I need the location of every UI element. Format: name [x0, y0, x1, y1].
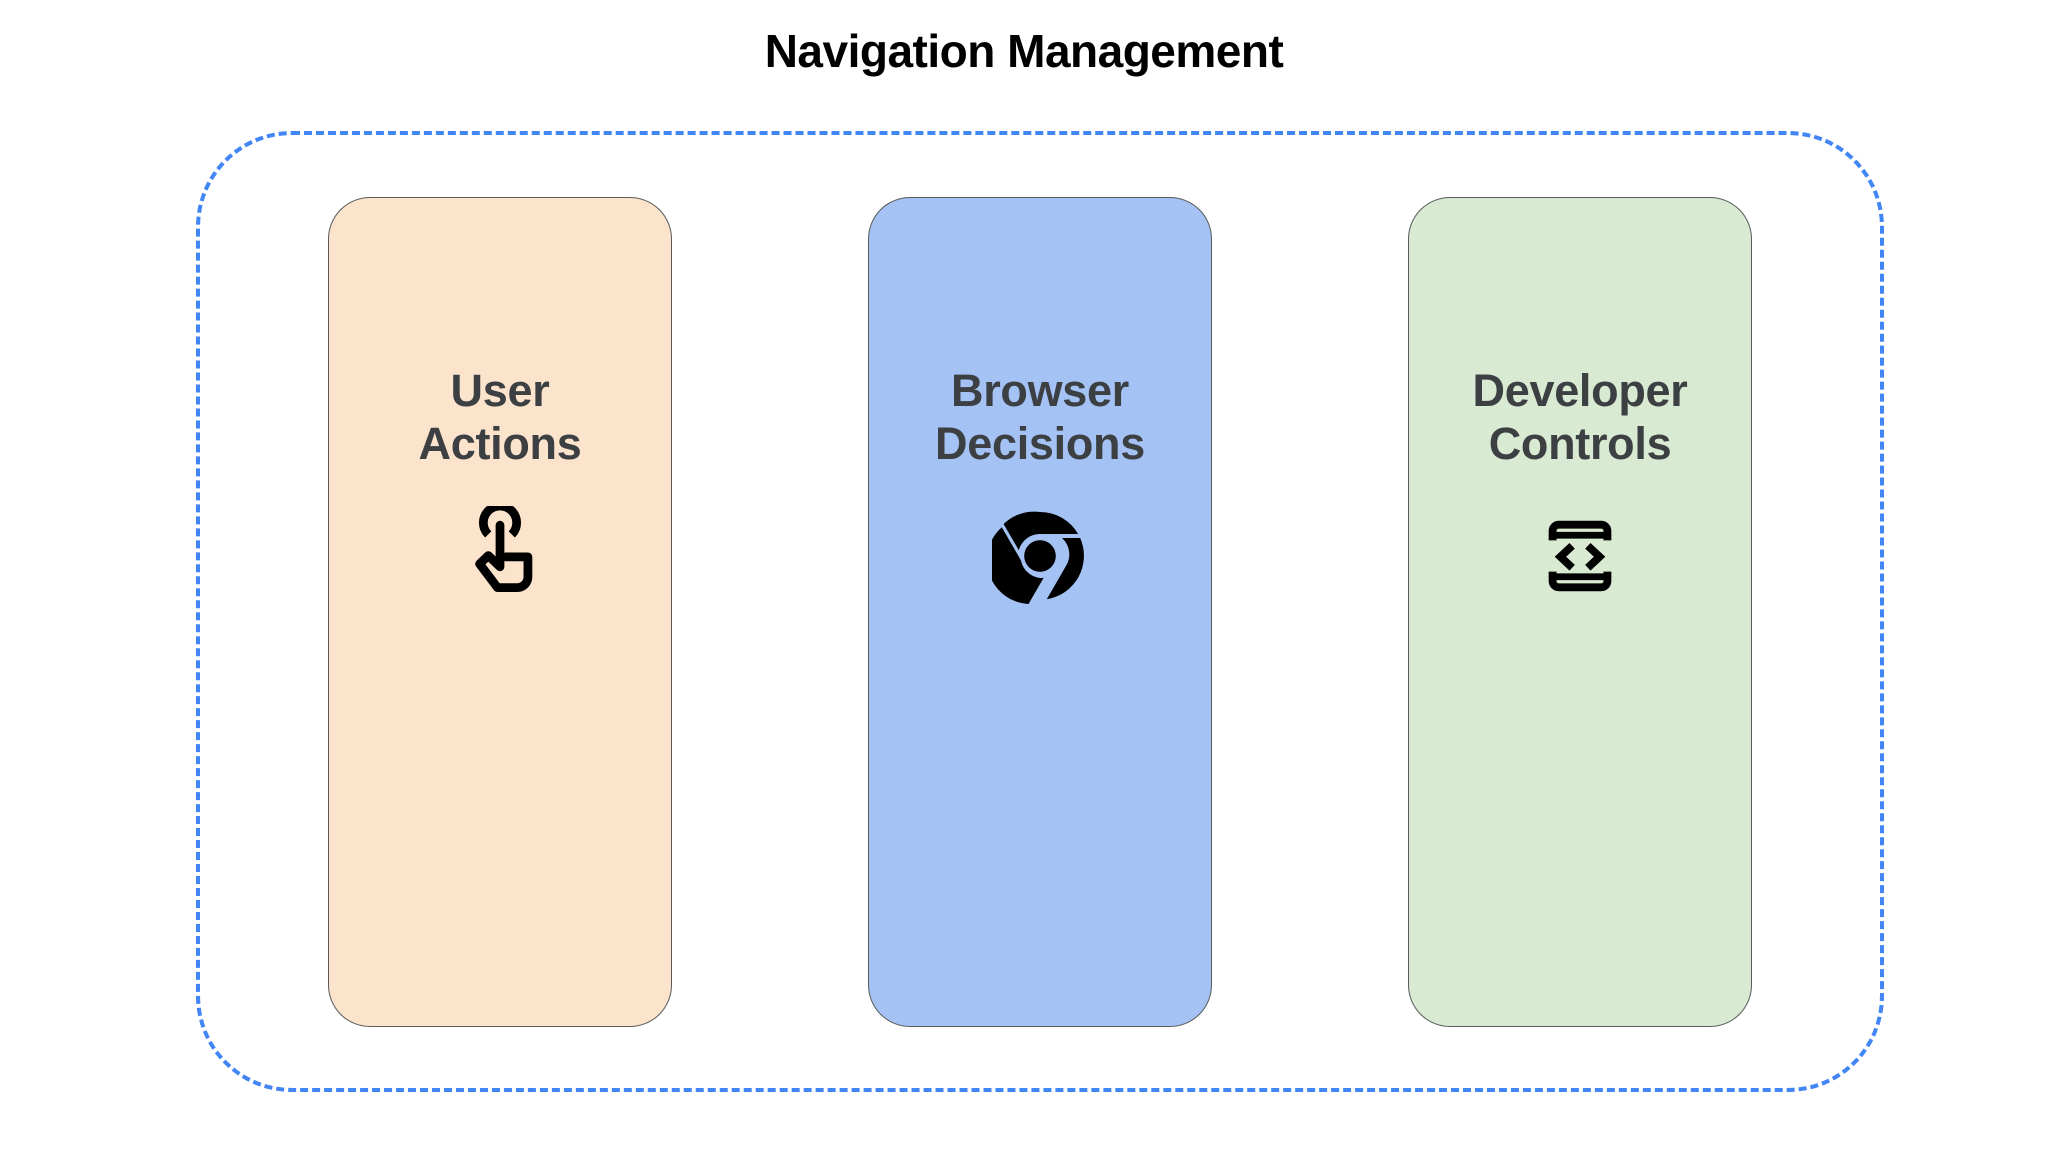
navigation-management-group-outline: [196, 131, 1884, 1092]
card-user-actions-content: User Actions: [329, 364, 671, 606]
page-title: Navigation Management: [764, 25, 1284, 77]
card-user-actions-title: User Actions: [418, 364, 582, 469]
touch-app-icon: [450, 505, 550, 606]
card-user-actions[interactable]: User Actions: [328, 196, 672, 1027]
cards-row: User Actions Browser Decisions: [196, 131, 1884, 1092]
card-developer-controls-content: Developer Controls: [1409, 364, 1751, 606]
card-developer-controls[interactable]: Developer Controls: [1408, 196, 1752, 1027]
card-browser-decisions[interactable]: Browser Decisions: [868, 196, 1212, 1027]
chrome-browser-icon: [990, 506, 1090, 606]
card-browser-decisions-title: Browser Decisions: [935, 364, 1145, 469]
developer-mode-code-icon: [1530, 506, 1630, 606]
card-developer-controls-title: Developer Controls: [1472, 364, 1688, 469]
card-browser-decisions-content: Browser Decisions: [869, 364, 1211, 606]
